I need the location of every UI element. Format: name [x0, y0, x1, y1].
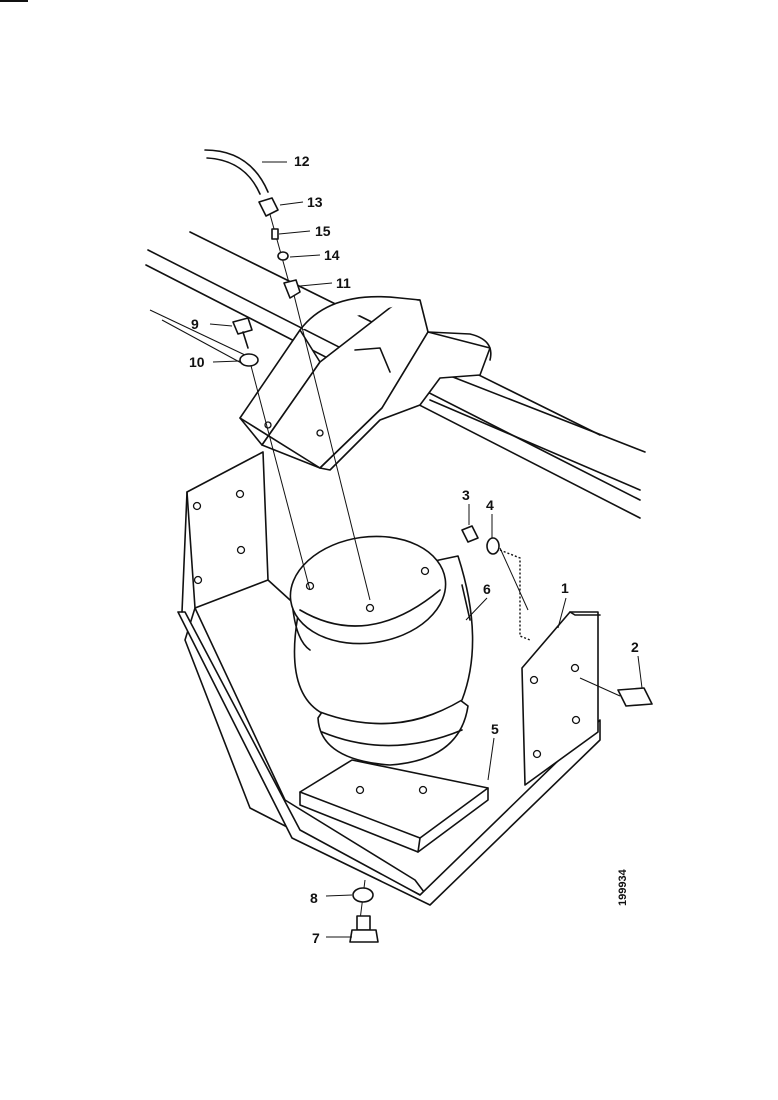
leader-lines: [209, 161, 643, 938]
drawing-number: 199934: [617, 868, 629, 906]
upper-support-bracket: [239, 295, 492, 471]
bolt-9: [232, 317, 253, 335]
label-4: 4: [486, 497, 494, 513]
label-15: 15: [315, 223, 331, 239]
bottom-plate: [299, 759, 489, 853]
washer-10: [239, 353, 259, 367]
union-nut: [258, 197, 279, 217]
nut-3: [461, 525, 479, 543]
label-14: 14: [324, 247, 340, 263]
label-13: 13: [307, 194, 323, 210]
sleeve: [271, 228, 279, 240]
air-spring-bellows: [289, 535, 474, 766]
bolt-2: [617, 687, 653, 707]
bolt-7: [356, 915, 371, 931]
label-2: 2: [631, 639, 639, 655]
ring: [277, 251, 289, 261]
label-5: 5: [491, 721, 499, 737]
part-labels: 12 13 15 14 11 9 10 3 4 1 6 2 5 8 7 1999…: [189, 153, 639, 946]
label-12: 12: [294, 153, 310, 169]
label-1: 1: [561, 580, 569, 596]
fasteners: [204, 149, 653, 943]
label-3: 3: [462, 487, 470, 503]
label-11: 11: [336, 275, 351, 291]
label-8: 8: [310, 890, 318, 906]
air-line: [204, 149, 269, 193]
assembly-lines: [249, 199, 531, 921]
label-10: 10: [189, 354, 205, 370]
label-6: 6: [483, 581, 491, 597]
label-9: 9: [191, 316, 199, 332]
fitting: [283, 279, 301, 299]
mounting-bracket: [177, 451, 601, 906]
washer-8: [352, 887, 374, 903]
label-7: 7: [312, 930, 320, 946]
side-plate: [521, 611, 601, 786]
washer-4: [486, 537, 500, 555]
